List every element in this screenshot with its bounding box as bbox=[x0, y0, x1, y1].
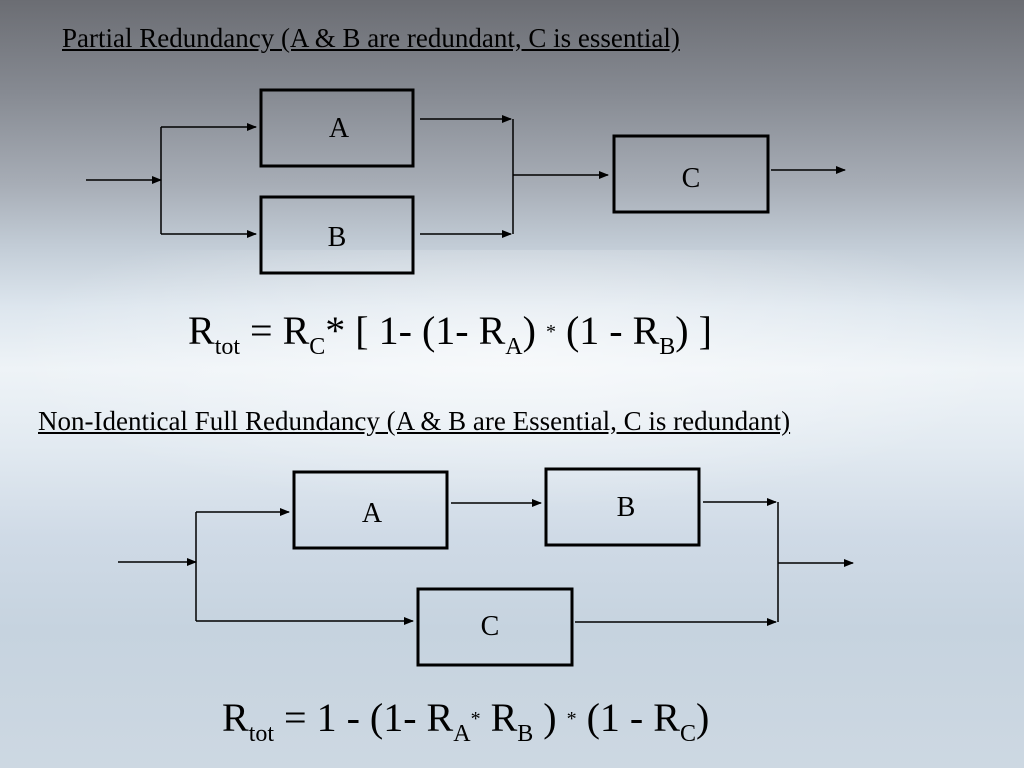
subscript: tot bbox=[248, 721, 275, 747]
formula-full-redundancy: Rtot = 1 - (1- RA* RB ) * (1 - RC) bbox=[222, 694, 710, 746]
subscript: A bbox=[453, 721, 471, 747]
block-b-2 bbox=[544, 467, 701, 547]
diagram-full-redundancy: A B C bbox=[118, 467, 854, 667]
heading-partial-redundancy: Partial Redundancy (A & B are redundant,… bbox=[62, 23, 680, 53]
subscript: C bbox=[309, 334, 326, 360]
formula-partial-redundancy: Rtot = RC* [ 1- (1- RA) * (1 - RB) ] bbox=[188, 307, 712, 359]
formula-text: (1 - R bbox=[555, 308, 660, 353]
block-c-label: C bbox=[682, 163, 701, 194]
subscript: B bbox=[659, 334, 676, 360]
block-b-2-label: B bbox=[617, 492, 636, 523]
formula-text: ) bbox=[533, 695, 567, 740]
heading-full-redundancy: Non-Identical Full Redundancy (A & B are… bbox=[38, 406, 791, 436]
formula-text: R bbox=[480, 695, 518, 740]
block-a-2-label: A bbox=[362, 498, 383, 529]
formula-text: ) ] bbox=[675, 308, 712, 353]
background-haze bbox=[0, 250, 1024, 510]
block-c-2-label: C bbox=[481, 611, 500, 642]
subscript: tot bbox=[214, 334, 241, 360]
subscript: B bbox=[517, 721, 534, 747]
formula-text: = R bbox=[240, 308, 310, 353]
multiply-symbol: * bbox=[545, 321, 556, 343]
formula-text: ) bbox=[522, 308, 546, 353]
block-c bbox=[612, 134, 770, 214]
subscript: A bbox=[505, 334, 523, 360]
multiply-symbol: * bbox=[325, 308, 346, 353]
block-a bbox=[259, 88, 415, 168]
block-a-2 bbox=[292, 470, 449, 550]
subscript: C bbox=[679, 721, 696, 747]
multiply-symbol: * bbox=[566, 708, 577, 730]
multiply-symbol: * bbox=[470, 708, 481, 730]
block-b bbox=[259, 195, 415, 275]
formula-text: (1 - R bbox=[576, 695, 680, 740]
block-a-label: A bbox=[329, 113, 350, 144]
formula-text: R bbox=[222, 695, 249, 740]
formula-text: ) bbox=[695, 695, 710, 740]
diagram-partial-redundancy: A B C bbox=[86, 88, 846, 275]
block-c-2 bbox=[416, 587, 574, 667]
formula-text: = 1 - (1- R bbox=[274, 695, 454, 740]
formula-text: [ 1- (1- R bbox=[345, 308, 506, 353]
block-b-label: B bbox=[328, 222, 347, 253]
formula-text: R bbox=[188, 308, 215, 353]
